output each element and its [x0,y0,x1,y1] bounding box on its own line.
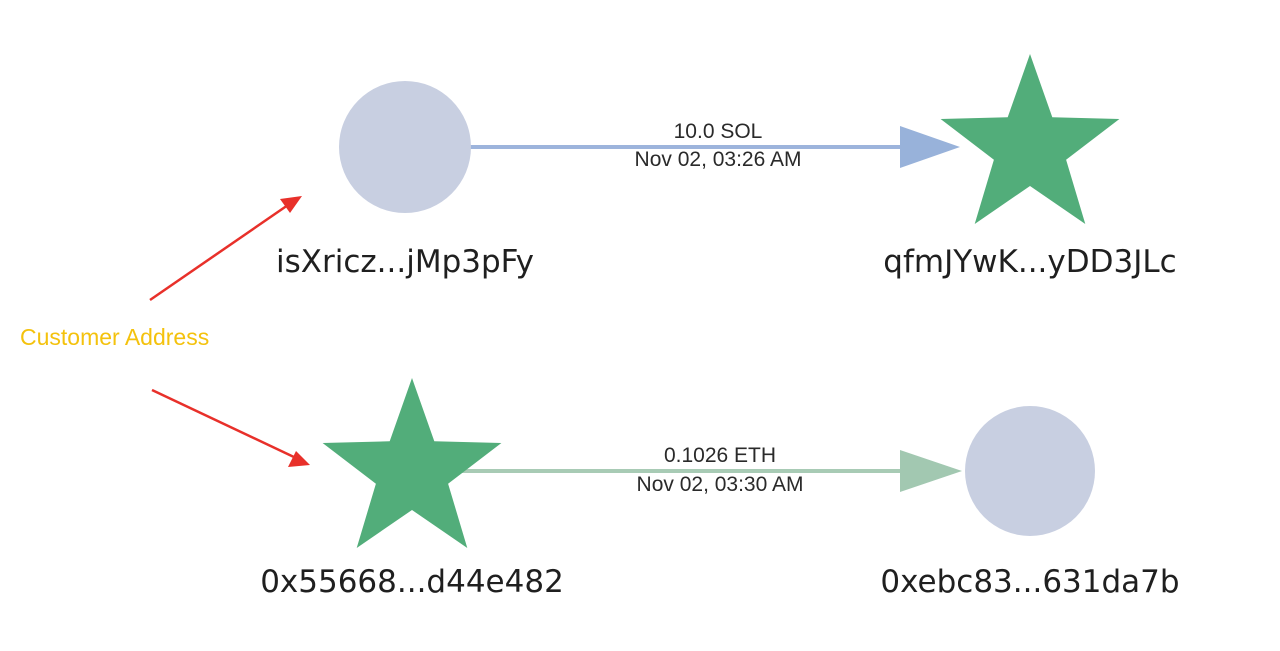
sol-edge-arrowhead [900,126,960,168]
sol-source-address: isXricz...jMp3pFy [276,244,534,280]
annotation-arrow-bottom-line [151,388,297,460]
sol-edge-amount: 10.0 SOL [674,120,763,143]
eth-destination-node[interactable] [965,406,1095,536]
sol-destination-node-star[interactable] [940,54,1120,224]
eth-transfer-graph: 0.1026 ETH Nov 02, 03:30 AM 0x55668...d4… [260,378,1180,600]
eth-edge-amount: 0.1026 ETH [664,444,776,467]
annotation-arrow-top-head [280,196,302,213]
sol-destination-address: qfmJYwK...yDD3JLc [883,244,1176,280]
eth-destination-address: 0xebc83...631da7b [880,564,1179,600]
sol-edge-time: Nov 02, 03:26 AM [635,148,802,171]
eth-source-address: 0x55668...d44e482 [260,564,564,600]
annotation-arrow-bottom-head [288,451,310,467]
eth-edge-arrowhead [900,450,962,492]
sol-transfer-graph: 10.0 SOL Nov 02, 03:26 AM isXricz...jMp3… [276,54,1177,280]
sol-source-node[interactable] [339,81,471,213]
eth-source-node-star[interactable] [322,378,502,548]
customer-address-label: Customer Address [20,324,209,350]
annotation-arrow-top-line [149,203,289,302]
eth-edge-time: Nov 02, 03:30 AM [637,473,804,496]
customer-address-annotation: Customer Address [20,196,310,467]
